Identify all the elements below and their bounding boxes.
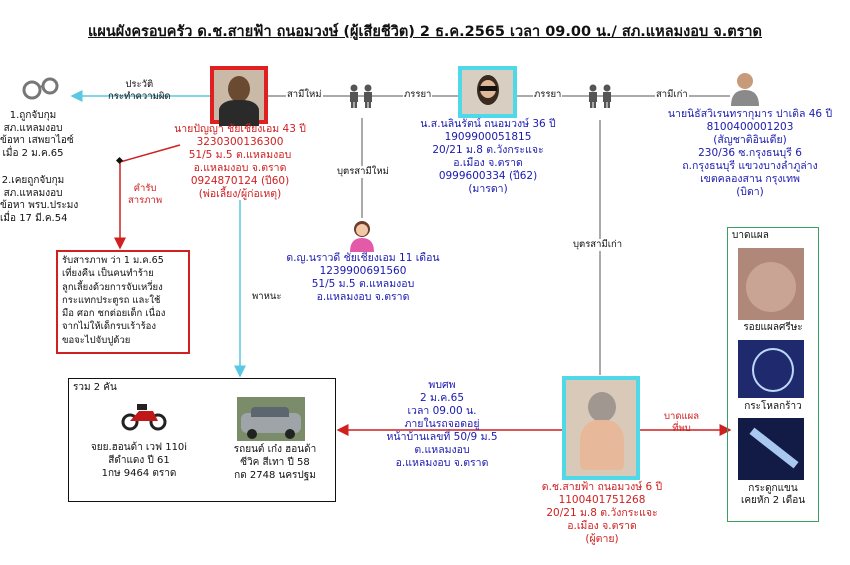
wife-label-1: ภรรยา [403,89,432,101]
old-husband-label: สามีเก่า [655,89,689,101]
skull-xray-photo [738,340,804,398]
child-new-husband-label: บุตรสามีใหม่ [337,166,389,178]
criminal-record-1: 1.ถูกจับกุมสภ.แหลมงอบข้อหา เสพยาไอซ์เมื่… [0,110,66,160]
couple-icon [583,84,617,108]
wife-label-2: ภรรยา [533,89,562,101]
car-photo [237,397,305,441]
motorcycle-icon [121,399,167,431]
vehicle-label: พาหนะ [252,291,281,303]
mother-info: น.ส.นลินรัตน์ ถนอมวงษ์ 36 ปี190990005181… [388,118,588,196]
criminal-record-2: 2.เคยถูกจับกุมสภ.แหลมงอบข้อหา พรบ.ประมงเ… [0,175,66,225]
arm-xray-photo [738,418,804,480]
criminal-record-label: ประวัติกระทำความผิด [108,79,171,103]
wound-caption-head: รอยแผลศรีษะ [734,322,812,334]
child-old-husband-label: บุตรสามีเก่า [573,239,622,251]
wound-caption-skull: กระโหลกร้าว [734,401,812,413]
vehicles-total: รวม 2 คัน [73,382,117,394]
victim-photo [562,376,640,480]
wounds-found-label: บาดแผลที่พบ [664,411,699,435]
wounds-box-title: บาดแผล [732,230,769,242]
new-husband-label: สามีใหม่ [286,89,323,101]
wound-caption-arm: กระดูกแขนเคยหัก 2 เดือน [734,483,812,507]
stepfather-photo [210,66,268,124]
girl-avatar-icon [348,220,376,252]
handcuffs-icon [22,76,60,100]
mother-photo [458,66,517,118]
confession-label: คำรับสารภาพ [128,183,162,207]
father-info: นายนิธัสวิเรนทรากุมาร ปาเติล 46 ปี810040… [650,108,850,199]
person-avatar-icon [730,72,760,106]
wounds-box: บาดแผล รอยแผลศรีษะ กระโหลกร้าว กระดูกแขน… [727,227,819,522]
head-wound-photo [738,248,804,320]
couple-icon [344,84,378,108]
